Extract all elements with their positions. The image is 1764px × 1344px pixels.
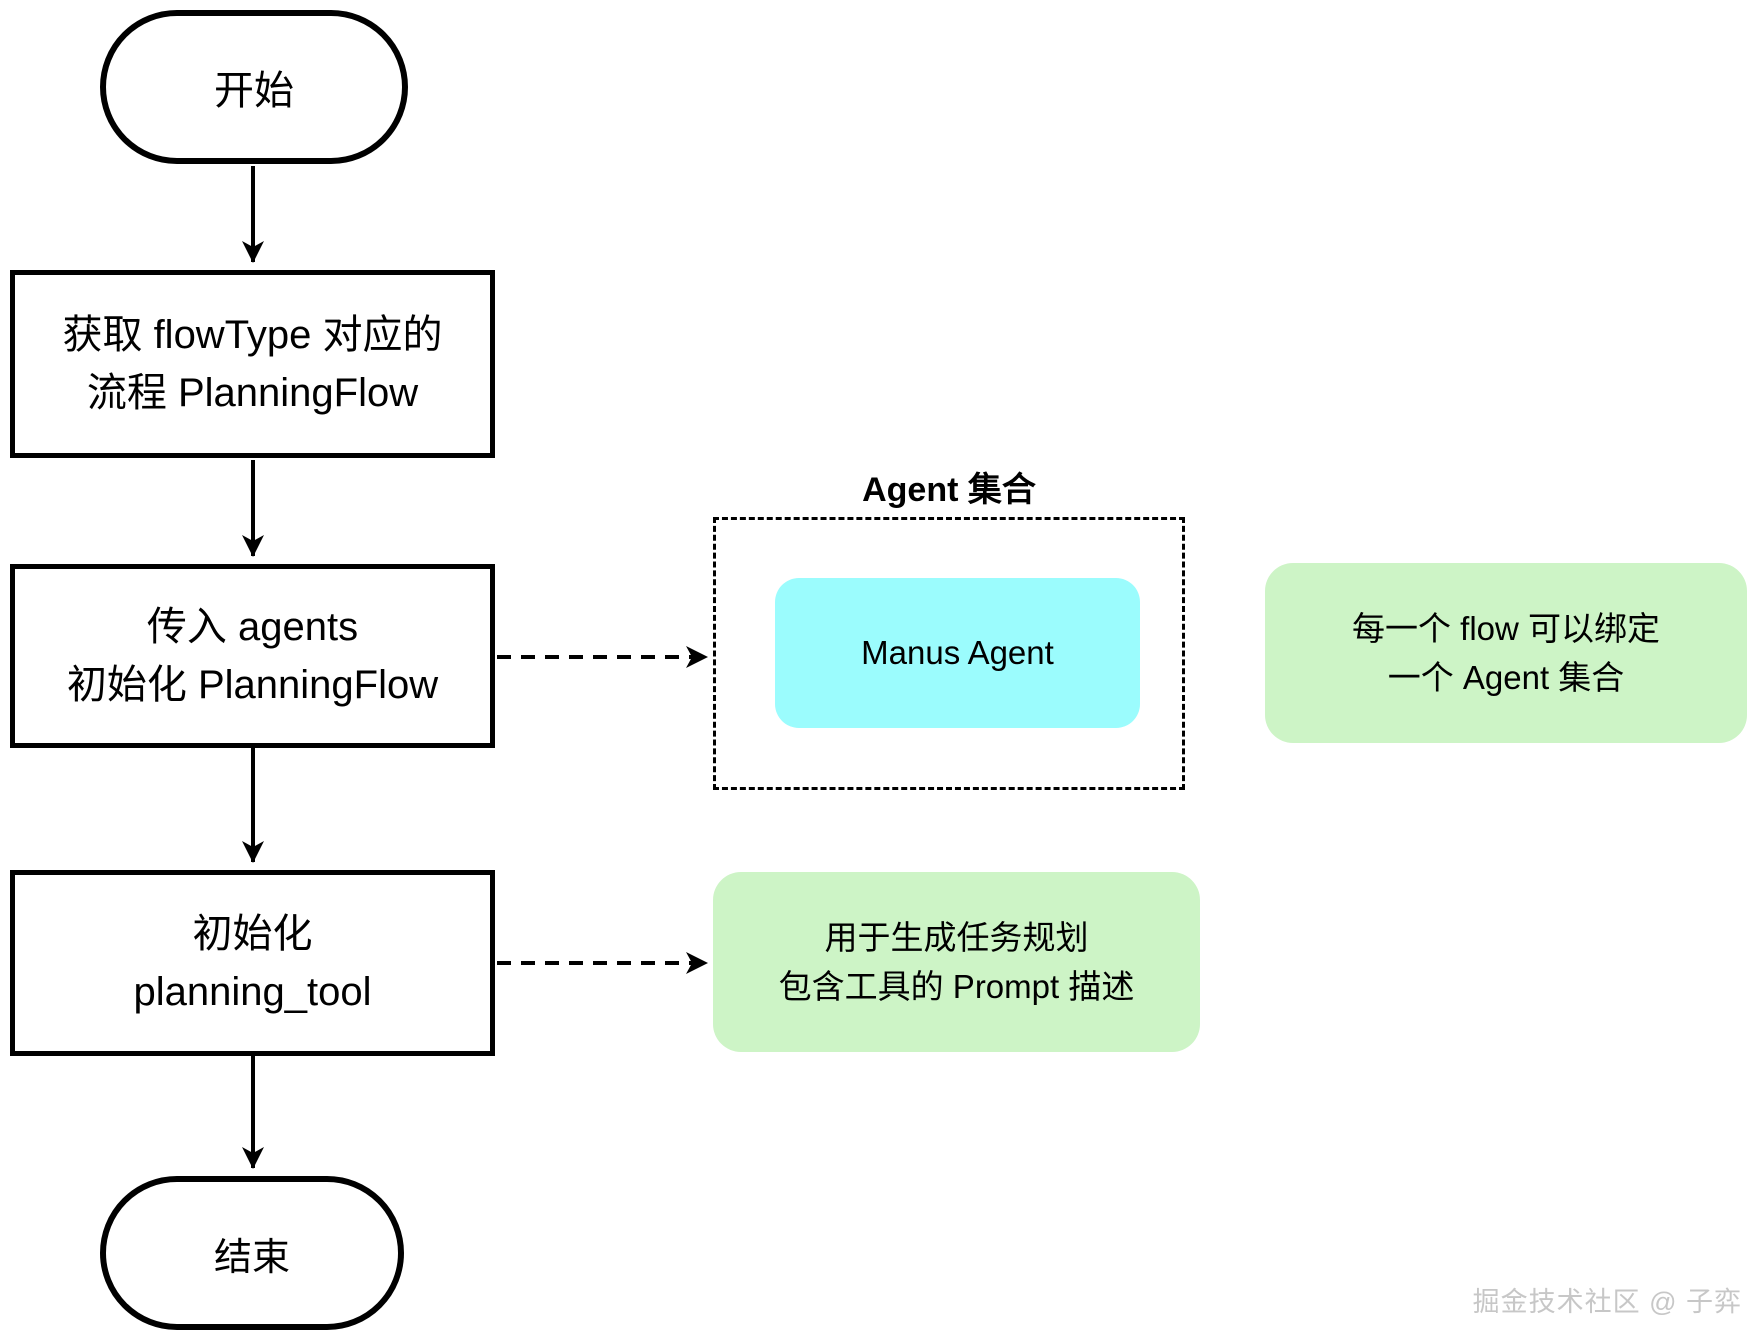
agent-manus: Manus Agent xyxy=(775,578,1140,728)
process-label-line: 传入 agents xyxy=(146,605,359,649)
process-get-planning-flow: 获取 flowType 对应的 流程 PlanningFlow xyxy=(10,270,495,458)
note-flow-agent-binding: 每一个 flow 可以绑定 一个 Agent 集合 xyxy=(1265,563,1747,743)
agent-label: Manus Agent xyxy=(861,634,1054,671)
agent-group-container xyxy=(713,517,1185,790)
agent-group-title: Agent 集合 xyxy=(862,471,1036,509)
start-label: 开始 xyxy=(214,69,294,113)
process-init-planning-flow: 传入 agents 初始化 PlanningFlow xyxy=(10,564,495,748)
start-node: 开始 xyxy=(100,10,408,164)
note-line: 包含工具的 Prompt 描述 xyxy=(778,968,1135,1005)
note-line: 每一个 flow 可以绑定 xyxy=(1351,609,1661,647)
process-label-line: 初始化 xyxy=(192,912,313,956)
note-line: 用于生成任务规划 xyxy=(824,918,1089,956)
process-label-line: 初始化 PlanningFlow xyxy=(66,663,439,707)
end-label: 结束 xyxy=(213,1236,290,1279)
note-planning-tool-desc: 用于生成任务规划 包含工具的 Prompt 描述 xyxy=(713,872,1200,1052)
end-node: 结束 xyxy=(100,1176,404,1330)
process-init-planning-tool: 初始化 planning_tool xyxy=(10,870,495,1056)
process-label-line: 流程 PlanningFlow xyxy=(86,371,419,415)
process-label-line: 获取 flowType 对应的 xyxy=(62,313,443,357)
process-label-line: planning_tool xyxy=(133,970,372,1014)
watermark: 掘金技术社区 @ 子弈 xyxy=(1472,1287,1742,1317)
note-line: 一个 Agent 集合 xyxy=(1387,659,1625,696)
